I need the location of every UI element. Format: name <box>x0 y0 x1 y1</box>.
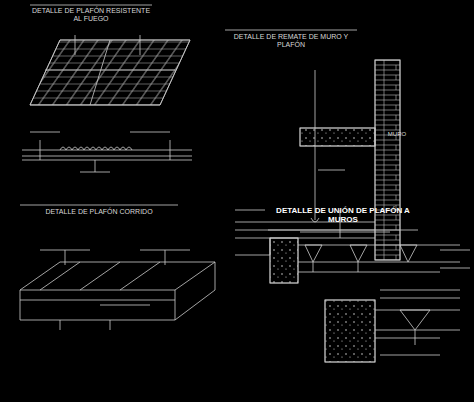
detail-title: DETALLE DE PLAFÓN CORRIDO <box>20 208 178 216</box>
detail-title: DETALLE DE PLAFÓN RESISTENTE AL FUEGO <box>30 7 152 23</box>
detail-title: DETALLE DE REMATE DE MURO Y PLAFÓN <box>225 33 357 49</box>
wall-label: MURO <box>382 131 412 138</box>
detail-title: DETALLE DE UNIÓN DE PLAFÓN A MUROS <box>268 206 418 224</box>
